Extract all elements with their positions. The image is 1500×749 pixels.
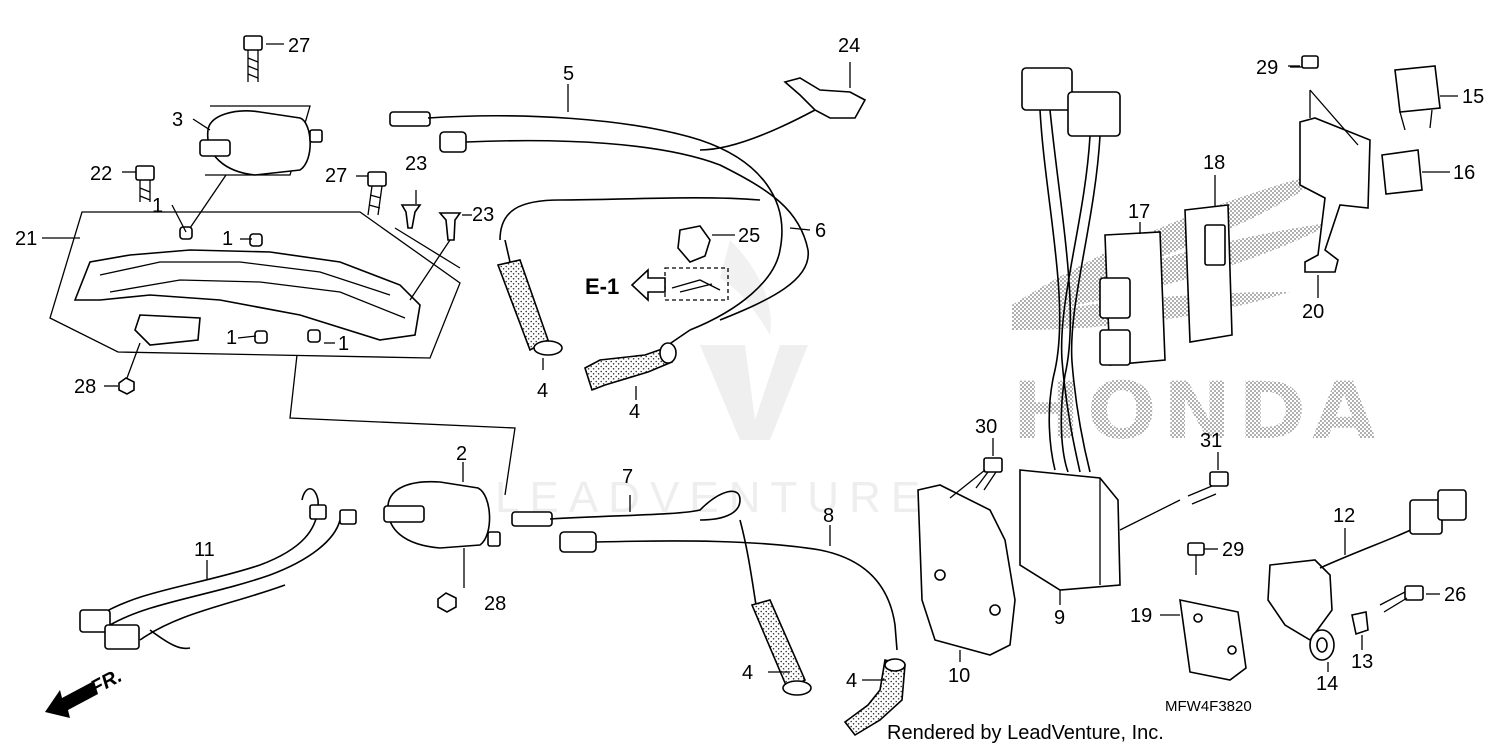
bolt-31 bbox=[1187, 452, 1229, 505]
bolt-22 bbox=[122, 165, 155, 202]
callout-4: 4 bbox=[846, 670, 857, 692]
bracket-21 bbox=[73, 249, 421, 341]
plug-boot-4a bbox=[496, 259, 563, 356]
clip-23a bbox=[394, 190, 461, 269]
callout-1: 1 bbox=[226, 327, 237, 349]
ignition-coil-2 bbox=[289, 354, 516, 613]
reference-arrow-e1[interactable]: E-1 bbox=[585, 268, 666, 302]
collar-13 bbox=[1351, 611, 1369, 650]
bracket-group-outline bbox=[49, 211, 461, 359]
callout-18: 18 bbox=[1203, 152, 1225, 174]
callout-21: 21 bbox=[15, 228, 37, 250]
bolt-27b bbox=[356, 171, 387, 216]
bracket-20 bbox=[1299, 89, 1371, 298]
callout-4: 4 bbox=[537, 380, 548, 402]
callout-15: 15 bbox=[1462, 86, 1484, 108]
grommet-1d bbox=[307, 329, 321, 343]
reference-label-e1: E-1 bbox=[585, 274, 619, 299]
plug-boot-4c bbox=[750, 599, 812, 696]
callout-19: 19 bbox=[1130, 605, 1152, 627]
bolt-27a bbox=[243, 35, 284, 82]
leadventure-watermark: LEADVENTURE bbox=[495, 240, 930, 522]
module-18 bbox=[1184, 175, 1233, 343]
relay-15 bbox=[1394, 65, 1458, 131]
bolt-29a bbox=[1288, 55, 1319, 69]
plug-boot-4b bbox=[584, 342, 677, 392]
ignition-coil-3 bbox=[189, 105, 323, 229]
callout-10: 10 bbox=[948, 665, 970, 687]
bracket-19 bbox=[1160, 598, 1247, 681]
callout-11: 11 bbox=[194, 539, 215, 561]
callout-3: 3 bbox=[172, 109, 183, 131]
front-arrow: FR. bbox=[45, 665, 126, 718]
nut-28a bbox=[118, 377, 135, 395]
callout-1: 1 bbox=[338, 333, 349, 355]
ecu-9 bbox=[1019, 469, 1181, 605]
callout-30: 30 bbox=[975, 416, 997, 438]
callout-1: 1 bbox=[222, 228, 233, 250]
callout-5: 5 bbox=[563, 63, 574, 85]
callout-23: 23 bbox=[405, 153, 427, 175]
callout-9: 9 bbox=[1054, 607, 1065, 629]
bolt-26 bbox=[1379, 585, 1440, 613]
sensor-12 bbox=[1267, 489, 1467, 642]
callout-24: 24 bbox=[838, 35, 860, 57]
relay-17 bbox=[1099, 222, 1166, 366]
callout-26: 26 bbox=[1444, 584, 1466, 606]
render-credit: Rendered by LeadVenture, Inc. bbox=[887, 722, 1164, 744]
cover-plate-10 bbox=[917, 469, 1016, 662]
callout-31: 31 bbox=[1200, 430, 1222, 452]
callout-8: 8 bbox=[823, 505, 834, 527]
callout-27: 27 bbox=[325, 165, 347, 187]
watermark-text: LEADVENTURE bbox=[495, 473, 930, 522]
callout-4: 4 bbox=[629, 401, 640, 423]
callout-20: 20 bbox=[1302, 301, 1324, 323]
callout-12: 12 bbox=[1333, 505, 1355, 527]
callout-27: 27 bbox=[288, 35, 310, 57]
grommet-1b bbox=[249, 233, 263, 247]
bracket-skirt bbox=[134, 314, 201, 346]
callout-14: 14 bbox=[1316, 673, 1338, 695]
ignition-bracket-group bbox=[49, 211, 461, 395]
callout-2: 2 bbox=[456, 443, 467, 465]
plug-lead-7-8 bbox=[511, 490, 898, 651]
callout-28: 28 bbox=[74, 376, 96, 398]
callout-28: 28 bbox=[484, 593, 506, 615]
reference-box bbox=[664, 267, 729, 301]
connector-harness-upper bbox=[1021, 67, 1121, 473]
grommet-1c bbox=[254, 330, 268, 344]
diagram-code: MFW4F3820 bbox=[1165, 698, 1252, 715]
bolt-29b bbox=[1187, 542, 1218, 575]
cable-tie-24 bbox=[783, 62, 867, 119]
callout-29: 29 bbox=[1256, 57, 1278, 79]
callout-22: 22 bbox=[90, 163, 112, 185]
callout-29: 29 bbox=[1222, 539, 1244, 561]
callout-25: 25 bbox=[738, 225, 760, 247]
grommet-1a bbox=[179, 226, 193, 240]
clip-25 bbox=[664, 225, 735, 301]
honda-logo-background: HONDA bbox=[1012, 170, 1382, 457]
callout-7: 7 bbox=[622, 466, 633, 488]
callout-4: 4 bbox=[742, 662, 753, 684]
bolt-30 bbox=[975, 438, 1003, 491]
leader-lines bbox=[42, 66, 1302, 681]
fuse-block-16 bbox=[1381, 149, 1450, 195]
callout-6: 6 bbox=[815, 220, 826, 242]
callout-16: 16 bbox=[1453, 162, 1475, 184]
nut-28b bbox=[437, 592, 457, 613]
plug-lead-5-6 bbox=[389, 109, 816, 346]
callout-labels: 27 3 22 27 23 23 21 1 1 1 1 28 5 24 25 6… bbox=[15, 35, 1484, 695]
grommet-14 bbox=[1309, 629, 1335, 672]
clip-23b bbox=[409, 212, 472, 301]
honda-wordmark: HONDA bbox=[1012, 367, 1382, 457]
plug-boot-4d bbox=[843, 658, 906, 737]
callout-23: 23 bbox=[472, 204, 494, 226]
callout-13: 13 bbox=[1351, 651, 1373, 673]
callout-17: 17 bbox=[1128, 201, 1150, 223]
callout-1: 1 bbox=[152, 195, 163, 217]
wire-harness-11 bbox=[79, 487, 357, 650]
